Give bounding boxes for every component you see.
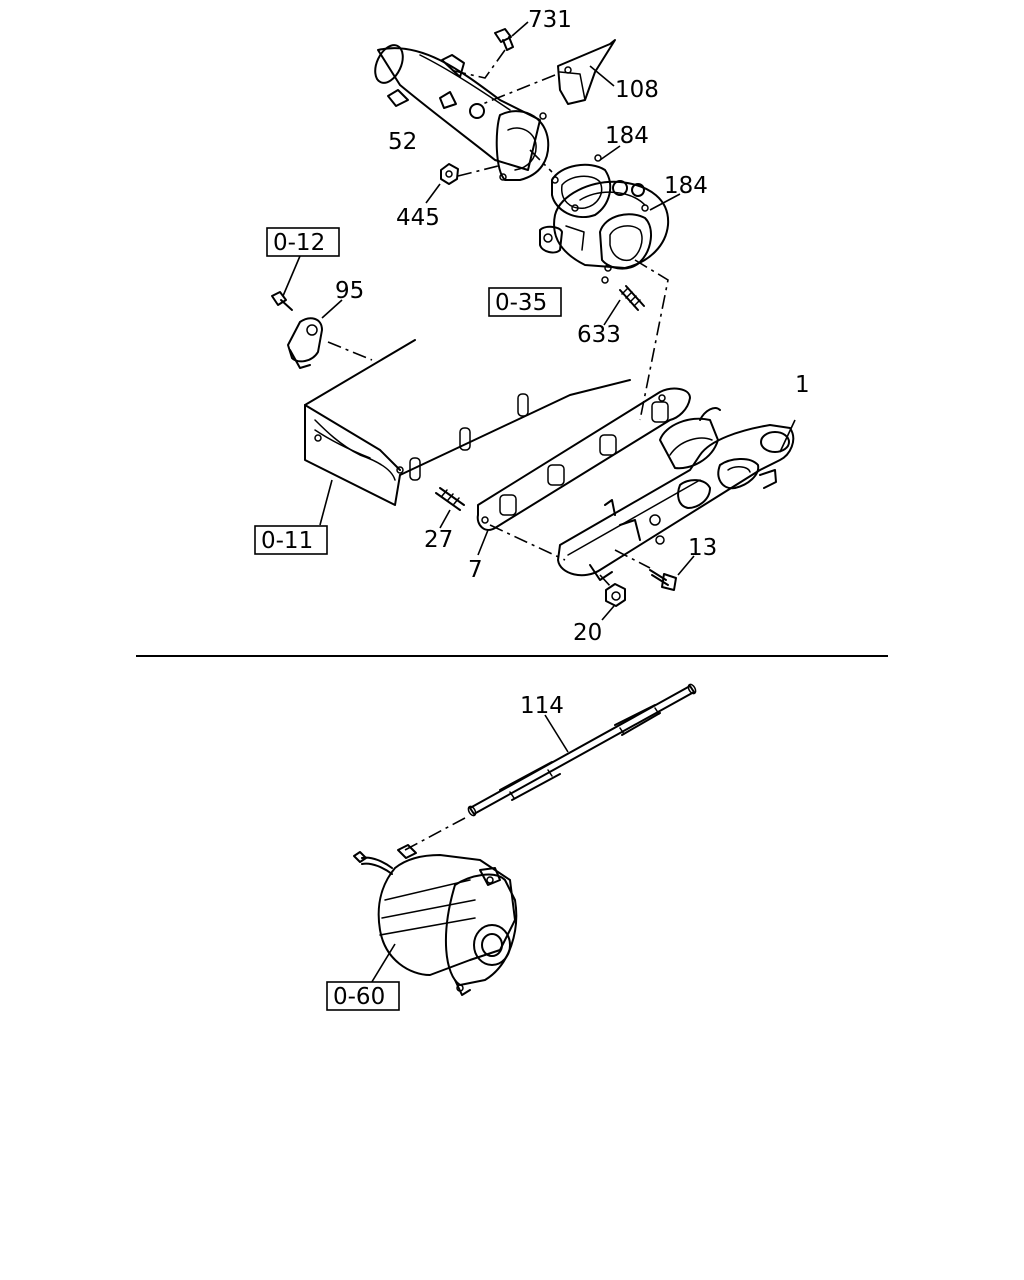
- stud-27: [435, 487, 465, 511]
- nut-20: [605, 583, 626, 607]
- water-pump-body: [539, 180, 670, 269]
- reference-box-0-60[interactable]: 0-60: [326, 981, 400, 1011]
- part-label-1: 1: [795, 372, 810, 398]
- cylinder-head: [304, 339, 631, 506]
- part-label-20: 20: [573, 620, 602, 646]
- reference-box-0-12[interactable]: 0-12: [266, 227, 340, 257]
- reference-label-0-35: 0-35: [495, 290, 547, 316]
- manifold-1: [557, 407, 795, 581]
- part-label-184-upper: 184: [605, 123, 649, 149]
- part-label-114: 114: [520, 693, 564, 719]
- manifold-gasket-7: [476, 387, 691, 531]
- nut-445: [440, 163, 459, 185]
- part-label-731: 731: [528, 7, 572, 33]
- bolt-13: [649, 569, 677, 591]
- water-outlet-pipe: [374, 44, 550, 181]
- alternator: [353, 844, 518, 996]
- part-label-13: 13: [688, 535, 717, 561]
- part-label-184-lower: 184: [664, 173, 708, 199]
- reference-label-0-12: 0-12: [273, 230, 325, 256]
- bolt-731: [494, 28, 514, 51]
- reference-label-0-60: 0-60: [333, 984, 385, 1010]
- reference-label-0-11: 0-11: [261, 528, 313, 554]
- gasket-184-lower: [599, 204, 652, 272]
- part-label-7: 7: [468, 557, 483, 583]
- reference-box-0-11[interactable]: 0-11: [254, 525, 328, 555]
- part-label-95: 95: [335, 278, 364, 304]
- pipe-114: [467, 683, 697, 817]
- part-label-633: 633: [577, 322, 621, 348]
- part-label-445: 445: [396, 205, 440, 231]
- stud-633: [601, 276, 645, 311]
- gasket-184-upper: [551, 154, 612, 218]
- part-label-27: 27: [424, 527, 453, 553]
- reference-box-0-35[interactable]: 0-35: [488, 287, 562, 317]
- bracket-95: [271, 291, 323, 369]
- part-label-108: 108: [615, 77, 659, 103]
- part-label-52: 52: [388, 129, 417, 155]
- bracket-108: [557, 39, 616, 105]
